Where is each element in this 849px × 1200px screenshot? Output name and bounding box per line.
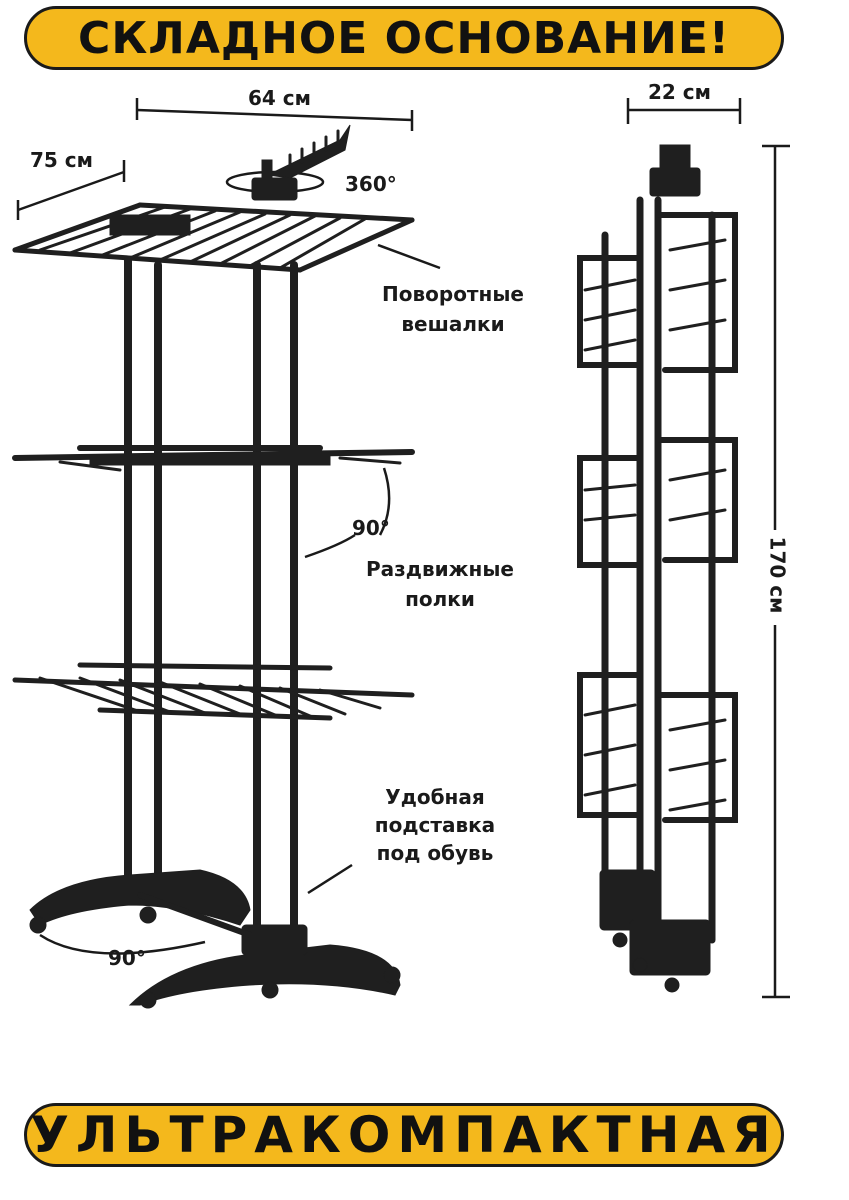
bottom-banner-text: УЛЬТРАКОМПАКТНАЯ bbox=[30, 1106, 778, 1164]
top-banner-text: СКЛАДНОЕ ОСНОВАНИЕ! bbox=[78, 12, 730, 64]
depth-dimension-label: 75 см bbox=[30, 148, 93, 172]
base-angle-label: 90° bbox=[108, 946, 146, 970]
feature-stand: Удобная подставка под обувь bbox=[350, 785, 520, 865]
unfolded-rack bbox=[12, 124, 415, 1009]
feature-stand-line3: под обувь bbox=[376, 841, 494, 865]
feature-shelves-line2: полки bbox=[405, 587, 475, 611]
height-dimension-label: 170 см bbox=[765, 532, 790, 618]
feature-hangers: Поворотные вешалки bbox=[368, 282, 538, 336]
feature-hangers-line2: вешалки bbox=[401, 312, 505, 336]
bottom-banner: УЛЬТРАКОМПАКТНАЯ bbox=[24, 1103, 784, 1167]
feature-hangers-line1: Поворотные bbox=[382, 282, 524, 306]
feature-stand-line2: подставка bbox=[374, 813, 496, 837]
top-banner: СКЛАДНОЕ ОСНОВАНИЕ! bbox=[24, 6, 784, 70]
width-dimension-label: 64 см bbox=[248, 86, 311, 110]
feature-shelves-line1: Раздвижные bbox=[366, 557, 514, 581]
rotation-angle-label: 360° bbox=[345, 172, 397, 196]
dimension-lines bbox=[16, 98, 790, 999]
feature-stand-line1: Удобная bbox=[385, 785, 485, 809]
folded-depth-dimension-label: 22 см bbox=[648, 80, 711, 104]
feature-shelves: Раздвижные полки bbox=[355, 557, 525, 611]
shelf-angle-label: 90° bbox=[352, 516, 390, 540]
folded-rack bbox=[577, 144, 738, 993]
